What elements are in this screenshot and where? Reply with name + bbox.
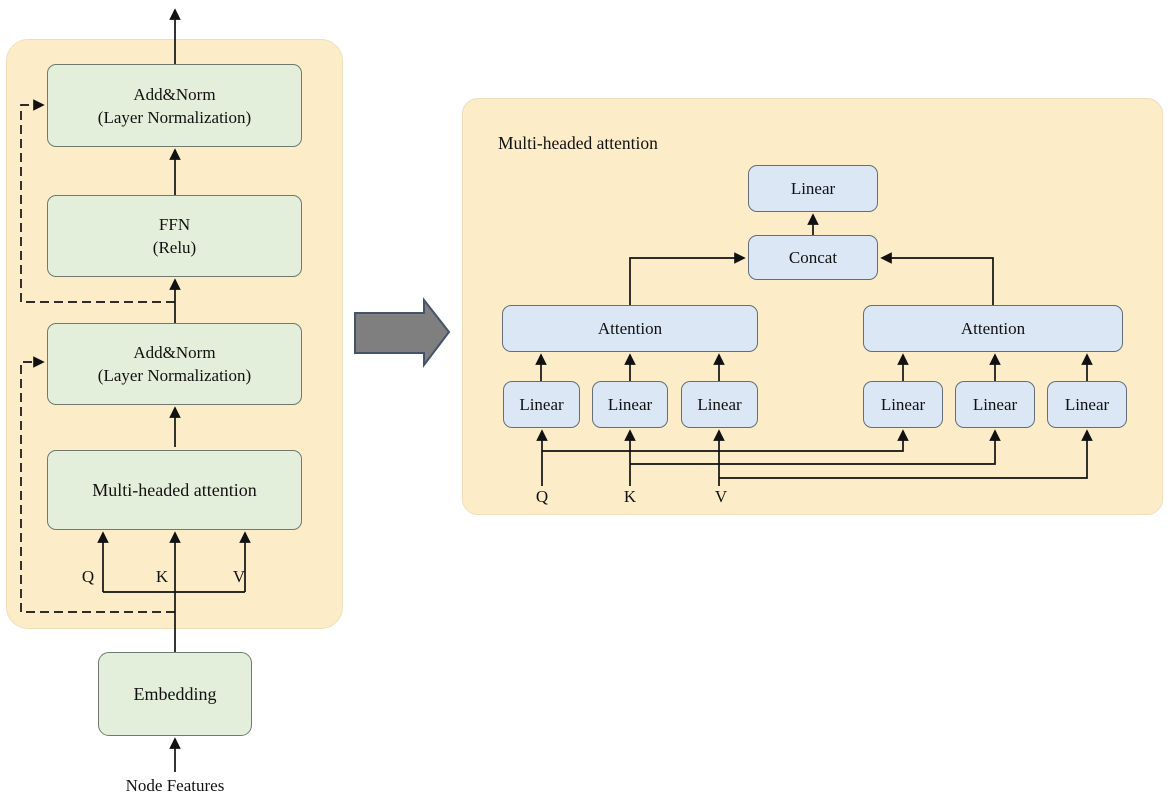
ffn-label: FFN [158, 215, 191, 234]
linear-v2-box: Linear [1047, 381, 1127, 428]
attention-right-box: Attention [863, 305, 1123, 352]
multi-headed-attention-label: Multi-headed attention [92, 479, 257, 500]
linear-q2-box: Linear [863, 381, 943, 428]
linear-v1-box: Linear [681, 381, 758, 428]
linear-k1-label: Linear [607, 395, 653, 414]
attention-right-label: Attention [960, 319, 1026, 338]
embedding-box: Embedding [98, 652, 252, 736]
k-label-right: K [623, 487, 637, 506]
node-features-label: Node Features [125, 776, 225, 795]
q-label-right: Q [535, 487, 549, 506]
k-label-left: K [155, 567, 169, 586]
addnorm-top-label: Add&Norm [133, 84, 216, 104]
addnorm-mid-sublabel: (Layer Normalization) [97, 366, 252, 385]
ffn-sublabel: (Relu) [152, 238, 197, 257]
multi-headed-attention-box: Multi-headed attention [47, 450, 302, 530]
linear-v2-label: Linear [1064, 395, 1110, 414]
linear-k2-box: Linear [955, 381, 1035, 428]
linear-output-box: Linear [748, 165, 878, 212]
addnorm-top-sublabel: (Layer Normalization) [97, 107, 252, 127]
linear-k2-label: Linear [972, 395, 1018, 414]
addnorm-mid-box: Add&Norm (Layer Normalization) [47, 323, 302, 405]
concat-box: Concat [748, 235, 878, 280]
linear-q1-box: Linear [503, 381, 580, 428]
expand-arrow-icon [354, 297, 451, 368]
linear-v1-label: Linear [697, 395, 742, 414]
embedding-label: Embedding [133, 683, 217, 704]
v-label-right: V [714, 487, 728, 506]
attention-left-label: Attention [597, 319, 663, 338]
q-label-left: Q [81, 567, 95, 586]
concat-label: Concat [788, 248, 838, 267]
linear-output-label: Linear [790, 179, 836, 198]
addnorm-top-box: Add&Norm (Layer Normalization) [47, 64, 302, 147]
linear-q2-label: Linear [880, 395, 926, 414]
addnorm-mid-label: Add&Norm [133, 343, 216, 362]
ffn-box: FFN (Relu) [47, 195, 302, 277]
v-label-left: V [232, 567, 246, 586]
right-panel-title: Multi-headed attention [498, 133, 658, 153]
linear-k1-box: Linear [592, 381, 668, 428]
attention-left-box: Attention [502, 305, 758, 352]
linear-q1-label: Linear [519, 395, 564, 414]
